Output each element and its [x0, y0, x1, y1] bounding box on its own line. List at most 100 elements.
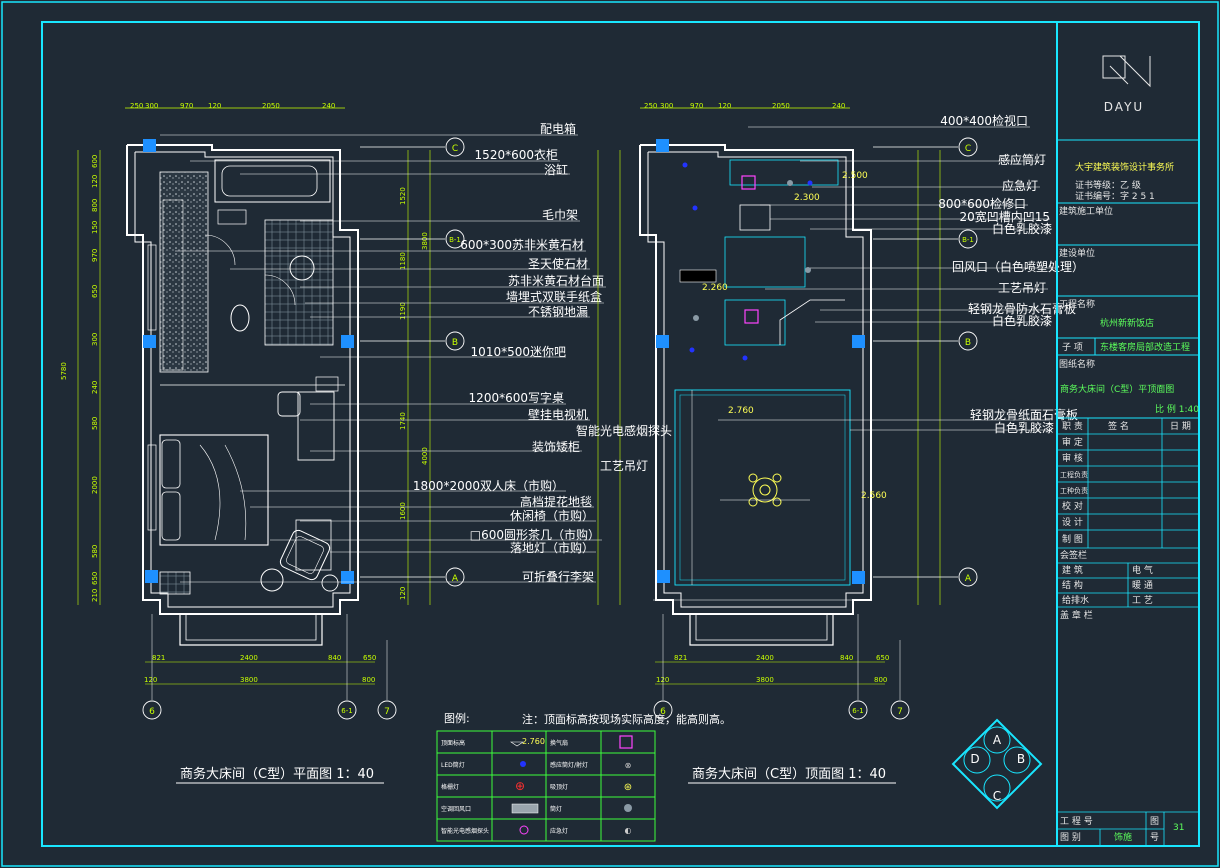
plan-dim-right-2: 3800: [421, 232, 429, 250]
project-no-label: 工 程 号: [1060, 816, 1093, 827]
sub-project-name: 东楼客房局部改造工程: [1100, 341, 1190, 353]
plan-axis-a: A: [452, 574, 459, 584]
toilet: [230, 304, 250, 332]
plan-callout-12: 壁挂电视机: [528, 407, 588, 422]
title-block: DAYU 大宇建筑装饰设计事务所 证书等级：乙 级 证书编号：字 2 5 1 建…: [1056, 22, 1199, 846]
plan-callout-14: 1800*2000双人床（市购）: [413, 478, 564, 493]
plan-dim-bot-1: 821: [152, 654, 165, 662]
sub-project-label: 子 项: [1062, 342, 1083, 353]
ceiling-callout-7: 回风口（白色喷塑处理）: [952, 259, 1084, 274]
plan-callout-2: 1520*600衣柜: [475, 147, 558, 162]
desk: [297, 391, 335, 461]
plan-callout-19: 可折叠行李架: [522, 569, 594, 584]
ceiling-dim-top-4: 120: [718, 102, 731, 110]
plan-title: 商务大床间（C型）平面图 1：40: [180, 766, 374, 782]
section-compass: A B C D: [951, 718, 1043, 810]
plan-callout-13: 装饰矮柜: [532, 440, 580, 454]
double-bed: [159, 434, 269, 546]
ceiling-plan[interactable]: 250 300 970 120 2050 240 2.500 2.300 2.2…: [576, 102, 1084, 784]
ceiling-dim-bot-7: 800: [874, 676, 887, 684]
wash-basin: [289, 255, 315, 281]
construction-unit-label: 建筑施工单位: [1059, 205, 1113, 217]
plan-callout-8: 墙埋式双联手纸盒: [506, 289, 602, 304]
ceiling-axis-6: 6: [660, 707, 666, 717]
ceiling-level-1: 2.500: [842, 171, 868, 181]
plan-dim-left-5: 970: [91, 249, 99, 262]
ceiling-dim-top-2: 300: [660, 102, 673, 110]
cs-row2-left: 结 构: [1062, 579, 1083, 591]
sign-role-7: 制 图: [1062, 533, 1083, 545]
plan-outer-wall: [126, 144, 359, 615]
plan-axis-7: 7: [384, 707, 390, 717]
legend-row5-left: 智能光电感烟探头: [441, 827, 489, 835]
plan-dim-left-10: 2000: [91, 476, 99, 494]
ceiling-callout-1: 400*400检视口: [940, 113, 1028, 128]
legend: 图例: 注：顶面标高按现场实际高度，能高则高。 顶面标高 换气扇 LED筒灯 感…: [436, 711, 731, 842]
dayu-logo-icon: [1102, 55, 1126, 79]
ceiling-level-3: 2.260: [702, 283, 728, 293]
ceiling-axis-b: B: [965, 338, 971, 348]
ceiling-dim-top-3: 970: [690, 102, 703, 110]
compass-b: B: [1017, 752, 1025, 766]
svg-text:⊛: ⊛: [624, 782, 632, 793]
drawing-type-label: 图 别: [1060, 832, 1081, 843]
plan-dim-top-4: 120: [208, 102, 221, 110]
luggage-rack: [159, 571, 191, 595]
plan-callout-16: 休闲椅（市购）: [510, 508, 594, 523]
plan-dim-bot-3: 840: [328, 654, 341, 662]
cs-row2-right: 暖 通: [1132, 579, 1153, 591]
sheet-number: 31: [1173, 823, 1184, 833]
compass-c: C: [993, 789, 1001, 803]
ceiling-callout-4: 800*600检修口: [938, 196, 1026, 211]
sheet-label-b: 号: [1150, 832, 1159, 843]
sign-col-name: 签 名: [1108, 420, 1129, 432]
legend-row2-left: LED筒灯: [441, 761, 465, 769]
cert-number: 证书编号：字 2 5 1: [1075, 190, 1155, 202]
ceiling-level-4: 2.760: [728, 406, 754, 416]
legend-row1-left: 顶面标高: [441, 739, 465, 747]
plan-dim-right-5: 1740: [399, 412, 407, 430]
plan-callout-1: 配电箱: [540, 121, 576, 136]
ceiling-level-5: 2.560: [861, 491, 887, 501]
svg-text:⊕: ⊕: [515, 779, 525, 793]
ceiling-dim-bot-6: 3800: [756, 676, 774, 684]
plan-dim-right-3: 1180: [399, 252, 407, 270]
plan-dim-right-1: 1520: [399, 187, 407, 205]
plan-dim-top-6: 240: [322, 102, 335, 110]
plan-callout-10: 1010*500迷你吧: [471, 345, 566, 359]
plan-callout-5: 600*300苏非米黄石材: [460, 238, 584, 252]
ceiling-dim-top-6: 240: [832, 102, 845, 110]
logo-text: DAYU: [1104, 100, 1144, 114]
cs-row1-right: 电 气: [1132, 564, 1153, 576]
sign-role-6: 设 计: [1062, 516, 1083, 528]
plan-axis-c: C: [452, 144, 458, 154]
plan-dim-left-7: 300: [91, 333, 99, 346]
bathtub: [214, 159, 331, 203]
drawing-name: 商务大床间（C型）平顶面图: [1060, 383, 1174, 395]
ceiling-dim-top-5: 2050: [772, 102, 790, 110]
sign-role-3: 工程负责: [1060, 470, 1088, 479]
ceiling-dim-top-1: 250: [644, 102, 657, 110]
plan-inner-wall: [134, 151, 351, 608]
company-name: 大宇建筑装饰设计事务所: [1075, 161, 1174, 173]
plan-dim-bot-2: 2400: [240, 654, 258, 662]
plan-dim-top-3: 970: [180, 102, 193, 110]
plan-dim-top-1: 250: [130, 102, 143, 110]
svg-text:5780: 5780: [60, 362, 68, 380]
ceiling-dim-bot-4: 650: [876, 654, 889, 662]
ceiling-level-2: 2.300: [794, 193, 820, 203]
legend-row1-right: 换气扇: [550, 739, 568, 747]
plan-dim-left-3: 800: [91, 199, 99, 212]
ceiling-callout-12: 工艺吊灯: [600, 459, 648, 473]
plan-callout-15: 高档提花地毯: [520, 494, 592, 509]
legend-note: 注：顶面标高按现场实际高度，能高则高。: [522, 712, 731, 726]
plan-callout-3: 浴缸: [544, 162, 568, 177]
floor-plan[interactable]: 250 300 970 120 2050 240 5780: [60, 102, 606, 784]
ceiling-callout-3: 应急灯: [1002, 178, 1038, 193]
plan-callout-17: □600圆形茶几（市购）: [470, 527, 600, 542]
lounge-chair: [279, 529, 331, 581]
cs-row3-right: 工 艺: [1132, 595, 1153, 606]
